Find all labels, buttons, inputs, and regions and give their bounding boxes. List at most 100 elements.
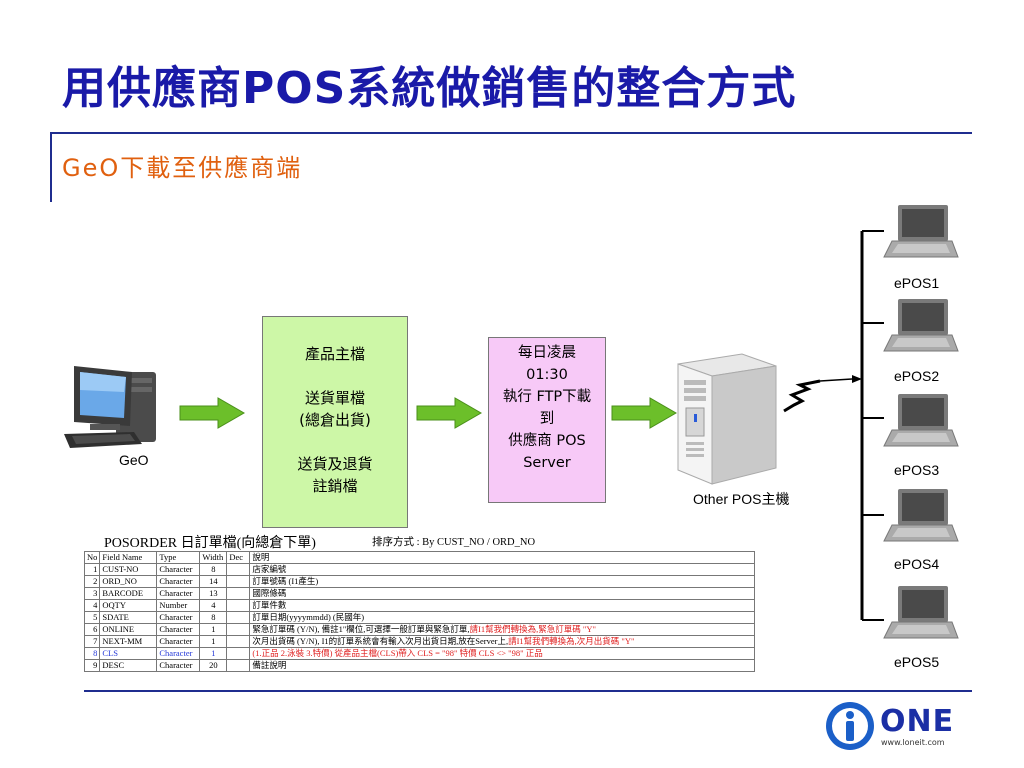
- box-line: 每日凌晨: [518, 345, 576, 361]
- row-type: Character: [156, 575, 201, 588]
- row-dec: [226, 635, 251, 648]
- logo-icon: [826, 702, 874, 750]
- laptop-icon: [883, 394, 959, 447]
- row-description-text: 國際條碼: [252, 588, 287, 598]
- server-label: Other POS主機: [693, 491, 790, 507]
- page-subtitle: GeO下載至供應商端: [62, 154, 303, 182]
- epos-label: ePOS5: [894, 654, 940, 670]
- row-description: 訂單號碼 (I1產生): [249, 575, 756, 588]
- row-width: 1: [199, 647, 228, 660]
- logo-text: ONE: [880, 704, 955, 739]
- page-title: 用供應商POS系統做銷售的整合方式: [62, 63, 797, 114]
- row-dec: [226, 563, 251, 576]
- box-line: 01:30: [526, 367, 568, 383]
- arrow-right-icon: [611, 397, 678, 429]
- row-description-text: 訂單號碼 (I1產生): [252, 576, 319, 586]
- box-line: 產品主檔: [304, 345, 365, 363]
- row-dec: [226, 623, 251, 636]
- column-header: Width: [199, 551, 228, 564]
- row-description-text: 訂單日期(yyyymmdd) (民國年): [252, 612, 365, 622]
- column-header: Dec: [226, 551, 251, 564]
- row-type: Character: [156, 635, 201, 648]
- row-description-text: 店家編號: [252, 564, 287, 574]
- row-width: 4: [199, 599, 228, 612]
- row-no: 1: [83, 563, 101, 576]
- column-header: Type: [156, 551, 201, 564]
- box-line: Server: [523, 455, 571, 471]
- row-field-name: CLS: [99, 647, 158, 660]
- row-description: 緊急訂單碼 (Y/N), 備註1"欄位,可選擇一般訂單與緊急訂單,請I1幫我們轉…: [249, 623, 756, 636]
- row-description: 訂單日期(yyyymmdd) (民國年): [249, 611, 756, 624]
- box-line: 供應商 POS: [508, 433, 586, 449]
- column-header: 說明: [249, 551, 756, 564]
- row-field-name: OQTY: [99, 599, 158, 612]
- row-description-text: 備註說明: [252, 660, 287, 670]
- column-header: No: [83, 551, 101, 564]
- row-description: (1.正品 2.泳裝 3.特價) 從產品主檔(CLS)帶入 CLS = "98"…: [249, 647, 756, 660]
- data-files-box: 產品主檔 送貨單檔 (總倉出貨) 送貨及退貨 註銷檔: [262, 316, 408, 528]
- laptop-icon: [883, 205, 959, 258]
- geo-label: GeO: [119, 452, 149, 468]
- arrow-right-icon: [416, 397, 483, 429]
- box-line: (總倉出貨): [299, 411, 371, 429]
- row-description: 國際條碼: [249, 587, 756, 600]
- row-type: Character: [156, 563, 201, 576]
- row-dec: [226, 611, 251, 624]
- row-field-name: BARCODE: [99, 587, 158, 600]
- row-width: 1: [199, 623, 228, 636]
- row-description-note: (1.正品 2.泳裝 3.特價) 從產品主檔(CLS)帶入 CLS = "98"…: [252, 648, 543, 658]
- ftp-schedule-box: 每日凌晨 01:30 執行 FTP下載 到 供應商 POS Server: [488, 337, 606, 503]
- column-header: Field Name: [99, 551, 158, 564]
- row-no: 9: [83, 659, 101, 672]
- footer-rule: [84, 690, 972, 692]
- desktop-computer-icon: [64, 366, 156, 448]
- row-no: 4: [83, 599, 101, 612]
- row-no: 7: [83, 635, 101, 648]
- row-width: 14: [199, 575, 228, 588]
- row-dec: [226, 647, 251, 660]
- row-no: 6: [83, 623, 101, 636]
- row-width: 8: [199, 611, 228, 624]
- row-dec: [226, 599, 251, 612]
- row-field-name: SDATE: [99, 611, 158, 624]
- laptop-icon: [883, 586, 959, 639]
- row-width: 20: [199, 659, 228, 672]
- row-width: 1: [199, 635, 228, 648]
- row-description-text: 訂單件數: [252, 600, 287, 610]
- row-type: Character: [156, 623, 201, 636]
- row-dec: [226, 587, 251, 600]
- row-width: 13: [199, 587, 228, 600]
- epos-label: ePOS2: [894, 368, 940, 384]
- box-line: 到: [539, 411, 555, 427]
- header-side-rule: [50, 132, 52, 202]
- row-width: 8: [199, 563, 228, 576]
- laptop-icon: [883, 299, 959, 352]
- row-type: Character: [156, 659, 201, 672]
- box-line: 註銷檔: [312, 477, 358, 495]
- row-description-note: 請I1幫我們轉換為,緊急訂單碼 "Y": [469, 624, 596, 634]
- row-dec: [226, 659, 251, 672]
- box-line: 執行 FTP下載: [502, 389, 592, 405]
- row-no: 3: [83, 587, 101, 600]
- row-field-name: ONLINE: [99, 623, 158, 636]
- laptop-icon: [883, 489, 959, 542]
- row-description: 店家編號: [249, 563, 756, 576]
- row-no: 5: [83, 611, 101, 624]
- row-field-name: CUST-NO: [99, 563, 158, 576]
- arrow-right-icon: [179, 397, 246, 429]
- row-type: Character: [156, 587, 201, 600]
- table-header-row: No Field Name Type Width Dec 說明: [83, 551, 756, 564]
- row-type: Character: [156, 611, 201, 624]
- sort-label: 排序方式 : By CUST_NO / ORD_NO: [372, 537, 536, 548]
- row-no: 8: [83, 647, 101, 660]
- server-icon: [677, 353, 777, 485]
